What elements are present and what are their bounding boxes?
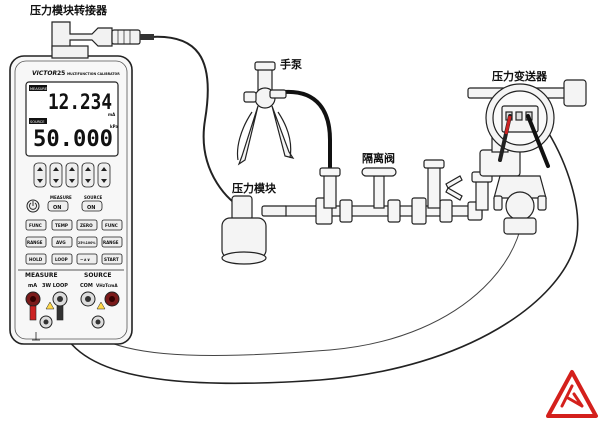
temp-button[interactable] <box>51 219 73 231</box>
zero-label: ZERO <box>80 223 93 228</box>
source-on-label: ON <box>87 205 95 211</box>
measure-on-button[interactable] <box>47 200 69 212</box>
black-probe <box>526 114 550 168</box>
subtitle-label: MULTIFUNCTION CALIBRATOR <box>67 72 120 76</box>
func-right-label: FUNC <box>105 223 118 228</box>
hold-label: HOLD <box>29 257 43 262</box>
source-header: SOURCE <box>84 195 103 200</box>
avg-label: AVG <box>56 240 66 245</box>
wave-label: ~∧∨ <box>80 257 90 262</box>
pressure-module <box>221 195 289 265</box>
percent-button[interactable] <box>76 236 98 248</box>
arrow-key-3[interactable] <box>65 162 79 188</box>
arrow-key-5[interactable] <box>97 162 111 188</box>
measure-header: MEASURE <box>50 195 72 200</box>
pump-hose <box>282 89 332 174</box>
pressure-module-adapter <box>51 21 154 59</box>
black-lead-plug <box>56 305 64 321</box>
warning-icon-left <box>45 301 55 310</box>
ma-terminal-label: mA <box>28 283 37 289</box>
test-probes <box>498 114 550 168</box>
measure-unit: mA <box>108 112 116 117</box>
func-left-button[interactable] <box>25 219 47 231</box>
multifunction-calibrator: VICTOR 25 MULTIFUNCTION CALIBRATOR MEASU… <box>9 55 133 345</box>
range-right-button[interactable] <box>101 236 123 248</box>
isolation-valve-handle[interactable] <box>361 167 397 177</box>
range-left-button[interactable] <box>25 236 47 248</box>
loop-label: LOOP <box>55 257 68 262</box>
measure-on-label: ON <box>53 205 61 211</box>
range-right-label: RANGE <box>103 240 119 245</box>
model-label: 25 <box>57 70 65 77</box>
lcd-screen <box>25 81 119 157</box>
measure-reading: 12.234 <box>48 90 112 114</box>
arrow-key-1[interactable] <box>33 162 47 188</box>
hl-logo <box>546 370 598 418</box>
range-left-label: RANGE <box>27 240 43 245</box>
func-left-label: FUNC <box>29 223 42 228</box>
start-button[interactable] <box>101 253 123 265</box>
source-tag-text: SOURCE <box>30 120 44 124</box>
start-label: START <box>104 257 119 262</box>
hand-pump <box>236 61 295 166</box>
com-terminal-label: COM <box>80 283 93 289</box>
avg-button[interactable] <box>51 236 73 248</box>
label-isolation-valve: 隔离阀 <box>362 152 395 165</box>
percent-label: 25%100% <box>78 241 96 245</box>
zero-button[interactable] <box>76 219 98 231</box>
source-on-button[interactable] <box>81 200 103 212</box>
label-pressure-module-adapter: 压力模块转接器 <box>30 4 107 17</box>
wave-button[interactable] <box>76 253 98 265</box>
label-hand-pump: 手泵 <box>280 58 302 71</box>
arrow-key-4[interactable] <box>81 162 95 188</box>
measure-section-label: MEASURE <box>25 272 58 279</box>
source-reading: 50.000 <box>33 127 113 152</box>
adapter-cable <box>139 35 239 206</box>
power-icon <box>29 201 37 210</box>
temp-label: TEMP <box>55 223 68 228</box>
label-pressure-transmitter: 压力变送器 <box>492 70 547 83</box>
terminal-panel: MEASURE SOURCE mA 3W LOOP COM VHzTcmA <box>18 269 124 341</box>
vhz-terminal-label: VHzTcmA <box>96 283 118 288</box>
test-lead-outer <box>57 131 579 385</box>
warning-icon-right <box>96 301 106 310</box>
arrow-key-2[interactable] <box>49 162 63 188</box>
measure-tag <box>29 85 47 91</box>
source-section-label: SOURCE <box>84 272 111 279</box>
test-lead-inner <box>79 131 524 356</box>
brand-label: VICTOR <box>32 70 57 77</box>
label-pressure-module: 压力模块 <box>232 182 276 195</box>
pressure-manifold <box>285 127 521 225</box>
3w-loop-label: 3W LOOP <box>42 283 68 289</box>
func-right-button[interactable] <box>101 219 123 231</box>
function-keys: FUNC TEMP ZERO FUNC RANGE AVG 25%100% RA… <box>25 219 123 265</box>
measure-tag-text: MEASURE <box>30 87 47 91</box>
hold-button[interactable] <box>25 253 47 265</box>
source-unit: kPa <box>110 124 118 129</box>
loop-button[interactable] <box>51 253 73 265</box>
red-lead-plug <box>29 305 37 321</box>
arrow-keypad <box>33 162 111 188</box>
source-tag <box>29 118 47 124</box>
